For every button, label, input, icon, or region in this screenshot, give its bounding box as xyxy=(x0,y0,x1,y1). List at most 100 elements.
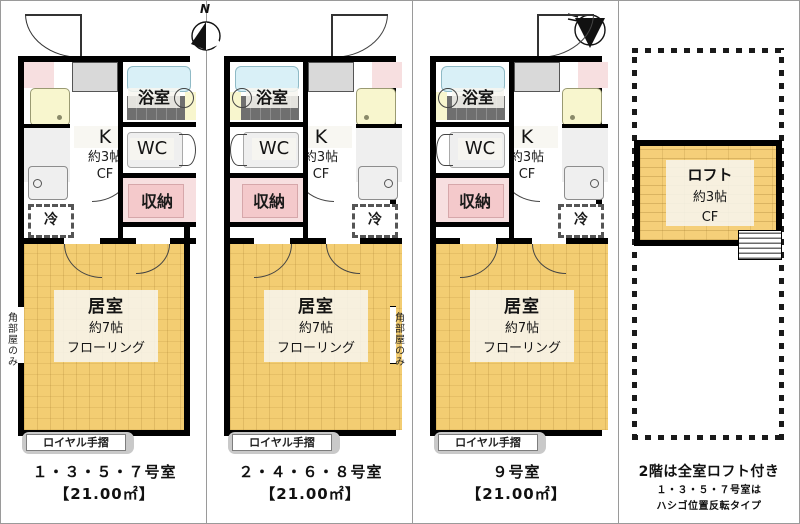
living-label-group: 居室 約7帖 フローリング xyxy=(264,290,368,362)
bath-door-swing xyxy=(174,88,194,108)
storage-wall-bottom xyxy=(123,222,196,227)
storage-inner xyxy=(242,184,298,218)
unit-3-plan: K 約3帖 CF 冷 浴室 WC 収納 xyxy=(430,56,608,436)
living-flooring: フローリング xyxy=(66,340,145,356)
unit-panel-3: K 約3帖 CF 冷 浴室 WC 収納 xyxy=(414,0,619,524)
entrance-door-leaf xyxy=(331,14,333,58)
balcony-label-1: ロイヤル手摺 xyxy=(26,434,126,451)
storage-label: 収納 xyxy=(458,192,491,211)
entrance-door-head xyxy=(331,14,388,16)
loft-note-title: 2階は全室ロフト付き xyxy=(638,464,780,480)
storage-wall-bottom xyxy=(230,222,303,227)
bath-wall-bottom xyxy=(230,122,303,127)
bath-label: 浴室 xyxy=(452,88,504,108)
living-top-wall xyxy=(24,238,196,244)
kitchen-closet xyxy=(372,62,402,88)
storage-wall-bottom xyxy=(436,222,509,227)
living-door-opening-1 xyxy=(254,238,290,244)
panel-divider-2 xyxy=(412,0,413,524)
compass-north-label: N xyxy=(200,2,211,16)
loft-label-group: ロフト 約3帖 CF xyxy=(666,160,754,226)
kitchen-sink xyxy=(562,88,602,126)
unit-2-plan: K 約3帖 CF 冷 浴室 WC 収納 xyxy=(224,56,402,436)
unit-panel-1: K 約3帖 CF 冷 浴室 WC xyxy=(2,0,207,524)
kitchen-entry-gap xyxy=(560,62,578,88)
wc-label: WC xyxy=(130,138,174,160)
kitchen-sink xyxy=(30,88,70,126)
corridor-wall xyxy=(303,62,308,240)
corner-room-note-left: 角部屋のみ xyxy=(5,312,17,367)
living-flooring: フローリング xyxy=(276,340,355,356)
entrance-tataki xyxy=(514,62,560,92)
compass-north-icon xyxy=(186,8,226,52)
refrigerator-space xyxy=(28,204,74,238)
balcony-label-2: ロイヤル手摺 xyxy=(232,434,332,451)
corridor-wall xyxy=(118,62,123,240)
entrance-tataki xyxy=(308,62,354,92)
loft-panel: ロフト 約3帖 CF 2階は全室ロフト付き １・３・５・７号室は ハシゴ位置反転… xyxy=(620,0,798,524)
living-label-group: 居室 約7帖 フローリング xyxy=(470,290,574,362)
storage-label: 収納 xyxy=(140,192,173,211)
washer-drum-icon xyxy=(384,179,393,188)
unit-1-rooms: １・３・５・７号室 xyxy=(32,463,177,481)
kitchen-entry-gap xyxy=(54,62,72,88)
living-label-group: 居室 約7帖 フローリング xyxy=(54,290,158,362)
entrance-door-leaf xyxy=(537,14,539,58)
bath-door-swing xyxy=(438,88,458,108)
loft-note: 2階は全室ロフト付き １・３・５・７号室は ハシゴ位置反転タイプ xyxy=(620,462,798,514)
kitchen-sink-tap-icon xyxy=(570,115,575,120)
refrigerator-label: 冷 xyxy=(368,212,382,228)
wc-door-swing xyxy=(230,134,247,166)
entrance-door-head xyxy=(25,14,82,16)
kitchen-sink-tap-icon xyxy=(364,115,369,120)
living-top-wall xyxy=(436,238,608,244)
refrigerator-label: 冷 xyxy=(44,212,58,228)
loft-note-line3: ハシゴ位置反転タイプ xyxy=(656,500,762,512)
refrigerator-label: 冷 xyxy=(574,212,588,228)
wc-wall-bottom xyxy=(230,173,303,178)
loft-size: 約3帖 xyxy=(692,189,728,205)
unit-3-caption: ９号室 【21.00㎡】 xyxy=(414,462,619,506)
living-label: 居室 xyxy=(88,297,124,317)
loft-ladder xyxy=(738,230,782,260)
unit-3-rooms: ９号室 xyxy=(492,463,541,481)
loft-note-line2: １・３・５・７号室は xyxy=(656,485,762,497)
storage-inner xyxy=(448,184,504,218)
entrance-door-head xyxy=(537,14,594,16)
storage-label: 収納 xyxy=(252,192,285,211)
kitchen-wall-seg xyxy=(24,124,70,128)
bath-label: 浴室 xyxy=(128,88,180,108)
entrance-door-swing xyxy=(538,14,594,58)
unit-2-area: 【21.00㎡】 xyxy=(260,484,361,503)
bath-vanity xyxy=(185,92,196,120)
unit-2-caption: ２・４・６・８号室 【21.00㎡】 xyxy=(208,462,413,506)
living-flooring: フローリング xyxy=(482,340,561,356)
loft-room: ロフト 約3帖 CF xyxy=(634,140,782,246)
living-door-opening-2 xyxy=(532,238,566,244)
living-door-opening-2 xyxy=(136,238,170,244)
kitchen-closet xyxy=(578,62,608,88)
living-size: 約7帖 xyxy=(88,321,124,337)
unit-1-plan: K 約3帖 CF 冷 浴室 WC xyxy=(18,56,196,436)
wc-label: WC xyxy=(252,138,296,160)
refrigerator-space xyxy=(558,204,604,238)
living-window-right xyxy=(390,306,396,364)
kitchen-wall-seg xyxy=(562,124,608,128)
wc-wall-bottom xyxy=(436,173,509,178)
kitchen-wall-seg xyxy=(356,124,402,128)
living-label: 居室 xyxy=(298,297,334,317)
storage-inner xyxy=(128,184,184,218)
bathtub xyxy=(441,66,505,92)
washer-drum-icon xyxy=(590,179,599,188)
wc-label: WC xyxy=(458,138,502,160)
panel-divider-3 xyxy=(618,0,619,524)
wc-wall-bottom xyxy=(123,173,196,178)
kitchen-sink-tap-icon xyxy=(57,115,62,120)
bath-label: 浴室 xyxy=(246,88,298,108)
living-door-opening-2 xyxy=(326,238,360,244)
panel-divider-1 xyxy=(206,0,207,524)
unit-1-caption: １・３・５・７号室 【21.00㎡】 xyxy=(2,462,207,506)
corridor-wall xyxy=(509,62,514,240)
refrigerator-space xyxy=(352,204,398,238)
entrance-door-swing xyxy=(25,14,81,58)
